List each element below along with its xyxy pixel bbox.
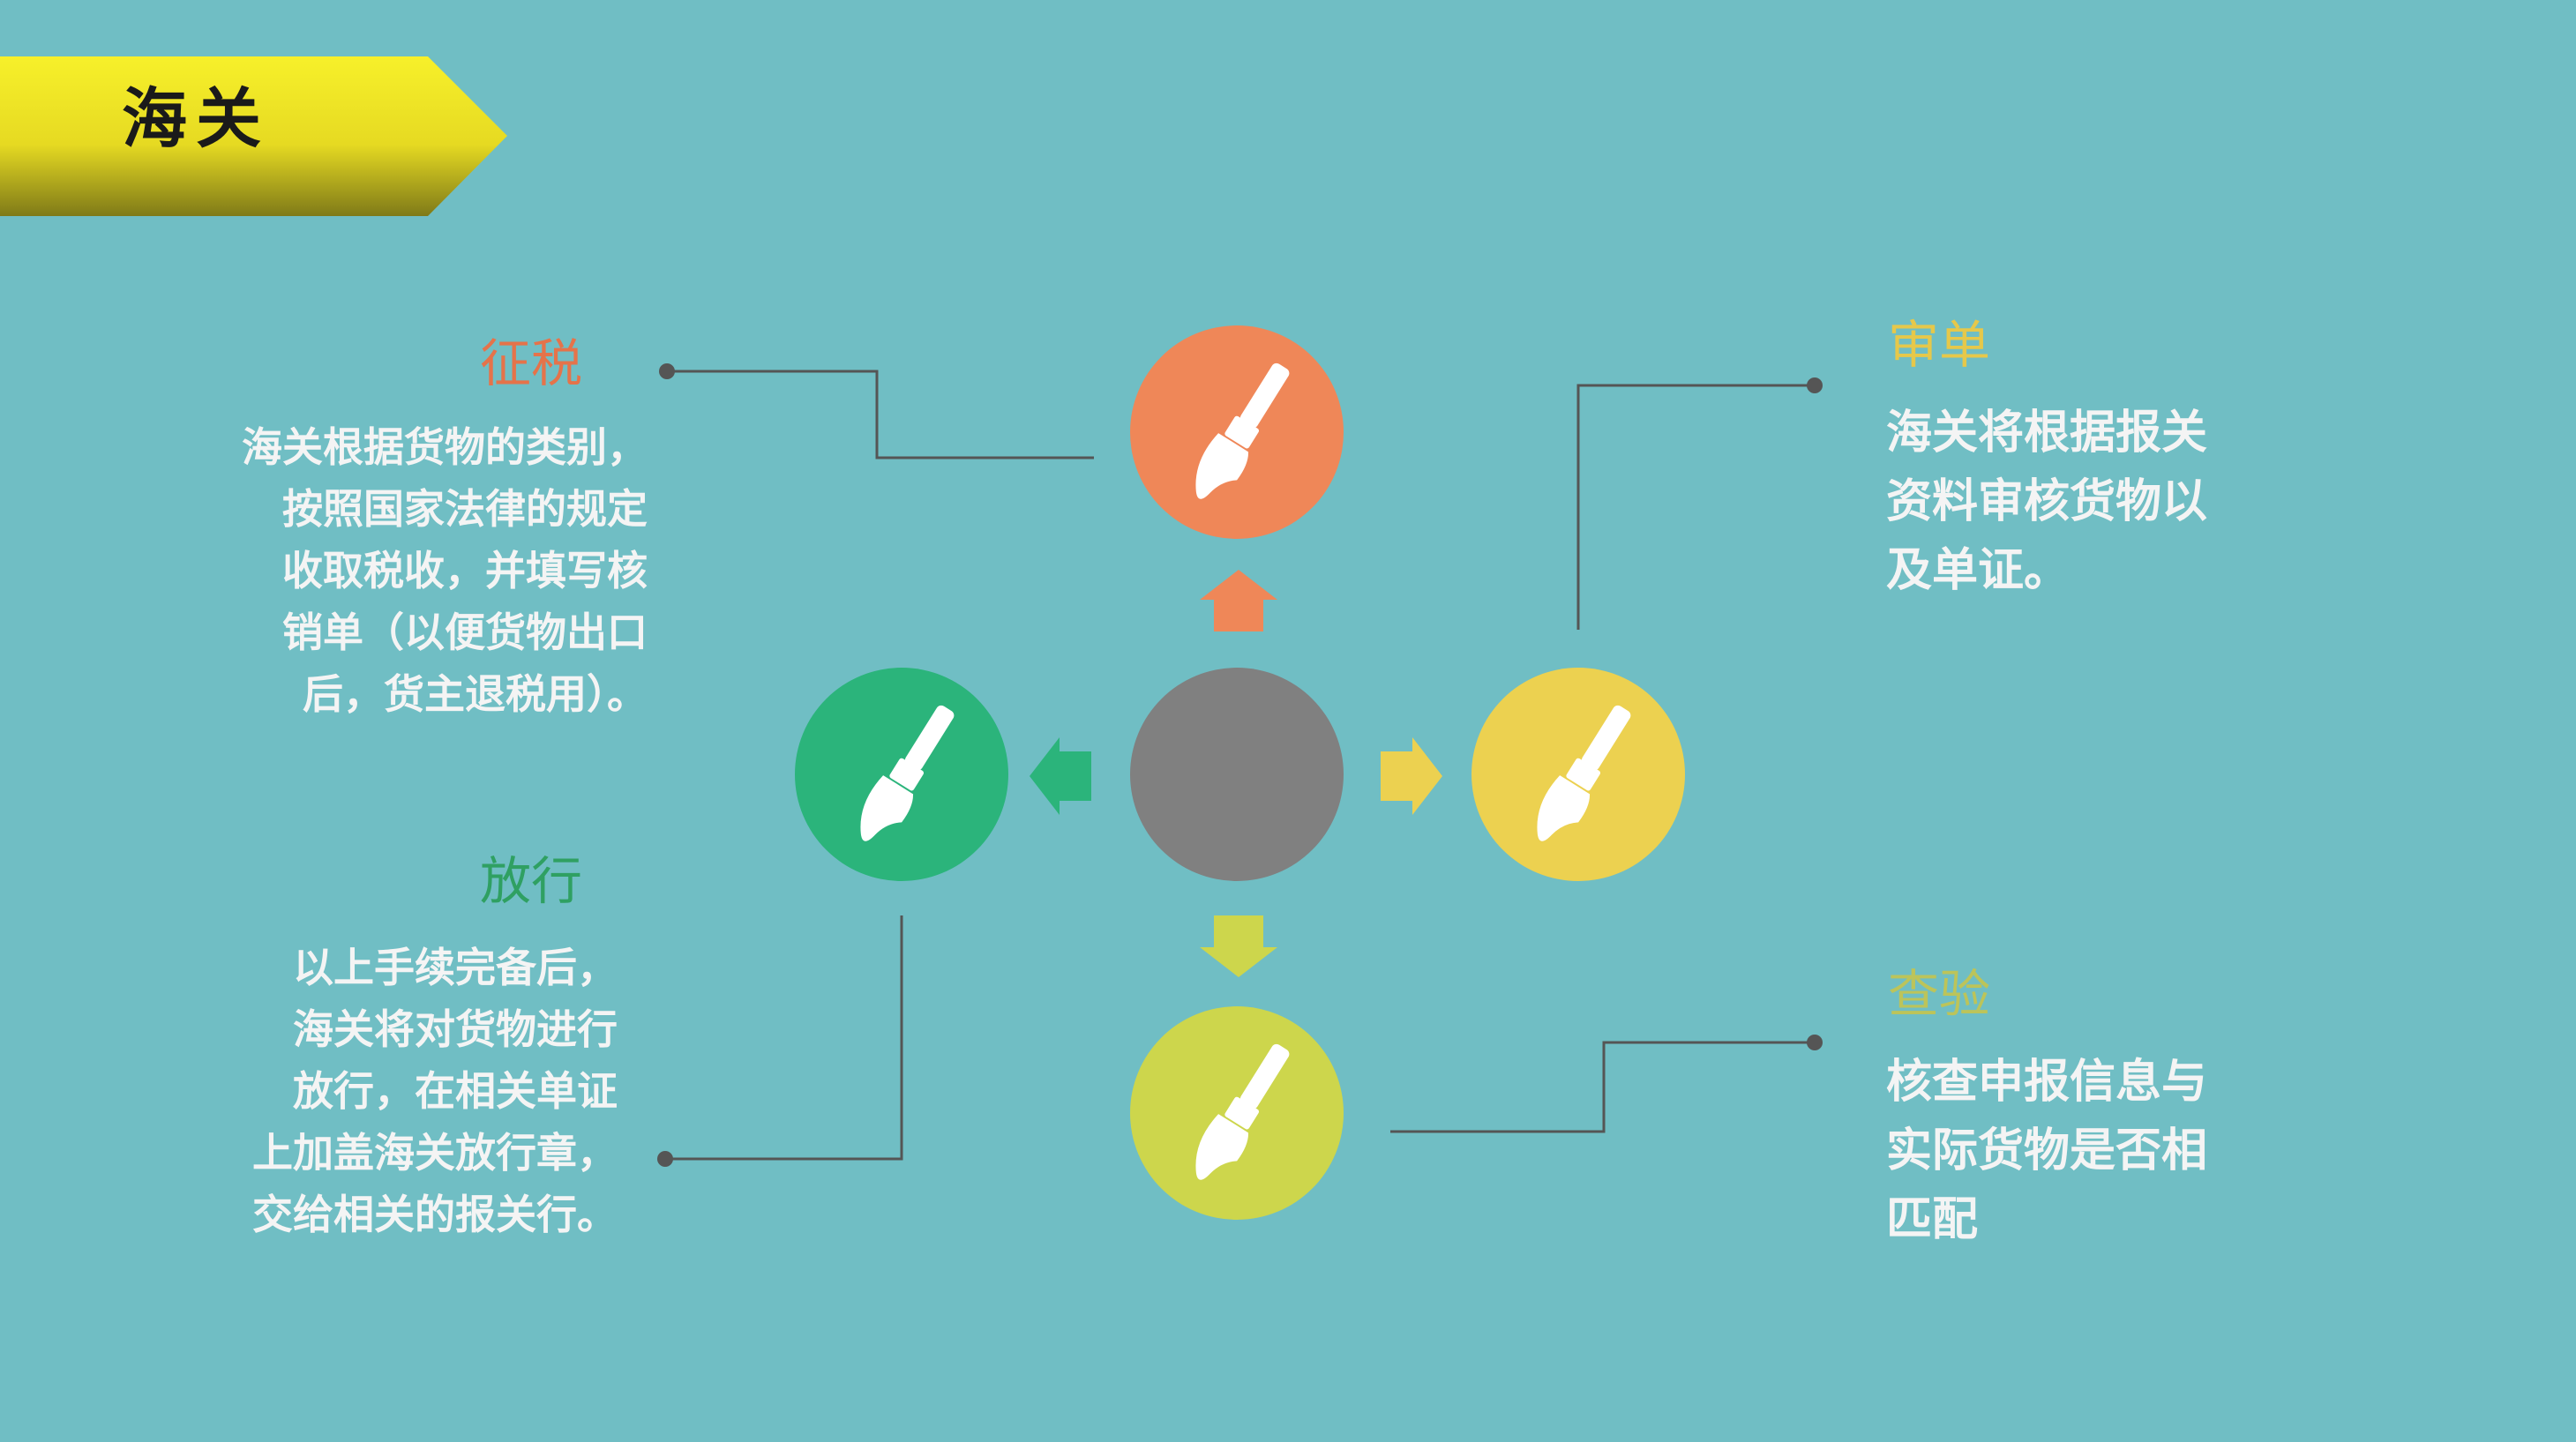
- page-title: 海关: [122, 81, 270, 157]
- connector-review: [1576, 384, 1815, 630]
- connector-dot-tax: [659, 363, 675, 379]
- release-desc-line: 放行，在相关单证: [293, 1067, 618, 1115]
- review-description: 海关将根据报关 资料审核货物以 及单证。: [1886, 399, 2257, 605]
- release-label: 放行: [480, 851, 583, 911]
- release-description: 以上手续完备后， 海关将对货物进行 放行，在相关单证 上加盖海关放行章， 交给相…: [228, 937, 618, 1245]
- inspect-desc-line: 匹配: [1886, 1192, 1979, 1246]
- tax-desc-line: 收取税收，并填写核: [282, 547, 648, 594]
- connector-dot-review: [1807, 377, 1823, 393]
- review-desc-line: 及单证。: [1886, 543, 2071, 597]
- tax-desc-line: 按照国家法律的规定: [282, 485, 648, 533]
- inspect-desc-line: 实际货物是否相: [1886, 1124, 2208, 1177]
- release-desc-line: 海关将对货物进行: [293, 1005, 618, 1053]
- tax-desc-line: 销单（以便货物出口: [282, 609, 648, 656]
- release-desc-line: 以上手续完备后，: [293, 944, 618, 991]
- tax-desc-line: 后，货主退税用）。: [303, 670, 648, 718]
- tax-desc-line: 海关根据货物的类别，: [242, 423, 648, 471]
- inspect-description: 核查申报信息与 实际货物是否相 匹配: [1886, 1048, 2257, 1254]
- connector-tax: [667, 370, 1094, 459]
- tax-description: 海关根据货物的类别， 按照国家法律的规定 收取税收，并填写核 销单（以便货物出口…: [219, 416, 648, 725]
- release-desc-line: 上加盖海关放行章，: [252, 1129, 618, 1177]
- review-desc-line: 资料审核货物以: [1886, 474, 2208, 528]
- connector-inspect: [1390, 1041, 1815, 1133]
- inspect-label: 查验: [1888, 964, 1991, 1024]
- center-node: [1130, 668, 1344, 881]
- connector-release: [665, 915, 903, 1161]
- connector-dot-inspect: [1807, 1035, 1823, 1050]
- inspect-desc-line: 核查申报信息与: [1886, 1055, 2208, 1109]
- title-banner: [0, 56, 507, 216]
- connector-dot-release: [657, 1151, 673, 1167]
- arrow-up: [1200, 570, 1277, 631]
- arrow-down: [1200, 915, 1277, 977]
- release-desc-line: 交给相关的报关行。: [252, 1191, 618, 1238]
- arrow-right: [1381, 737, 1442, 815]
- review-desc-line: 海关将根据报关: [1886, 406, 2208, 459]
- arrow-left: [1030, 737, 1091, 815]
- tax-label: 征税: [480, 333, 583, 393]
- review-label: 审单: [1888, 315, 1991, 375]
